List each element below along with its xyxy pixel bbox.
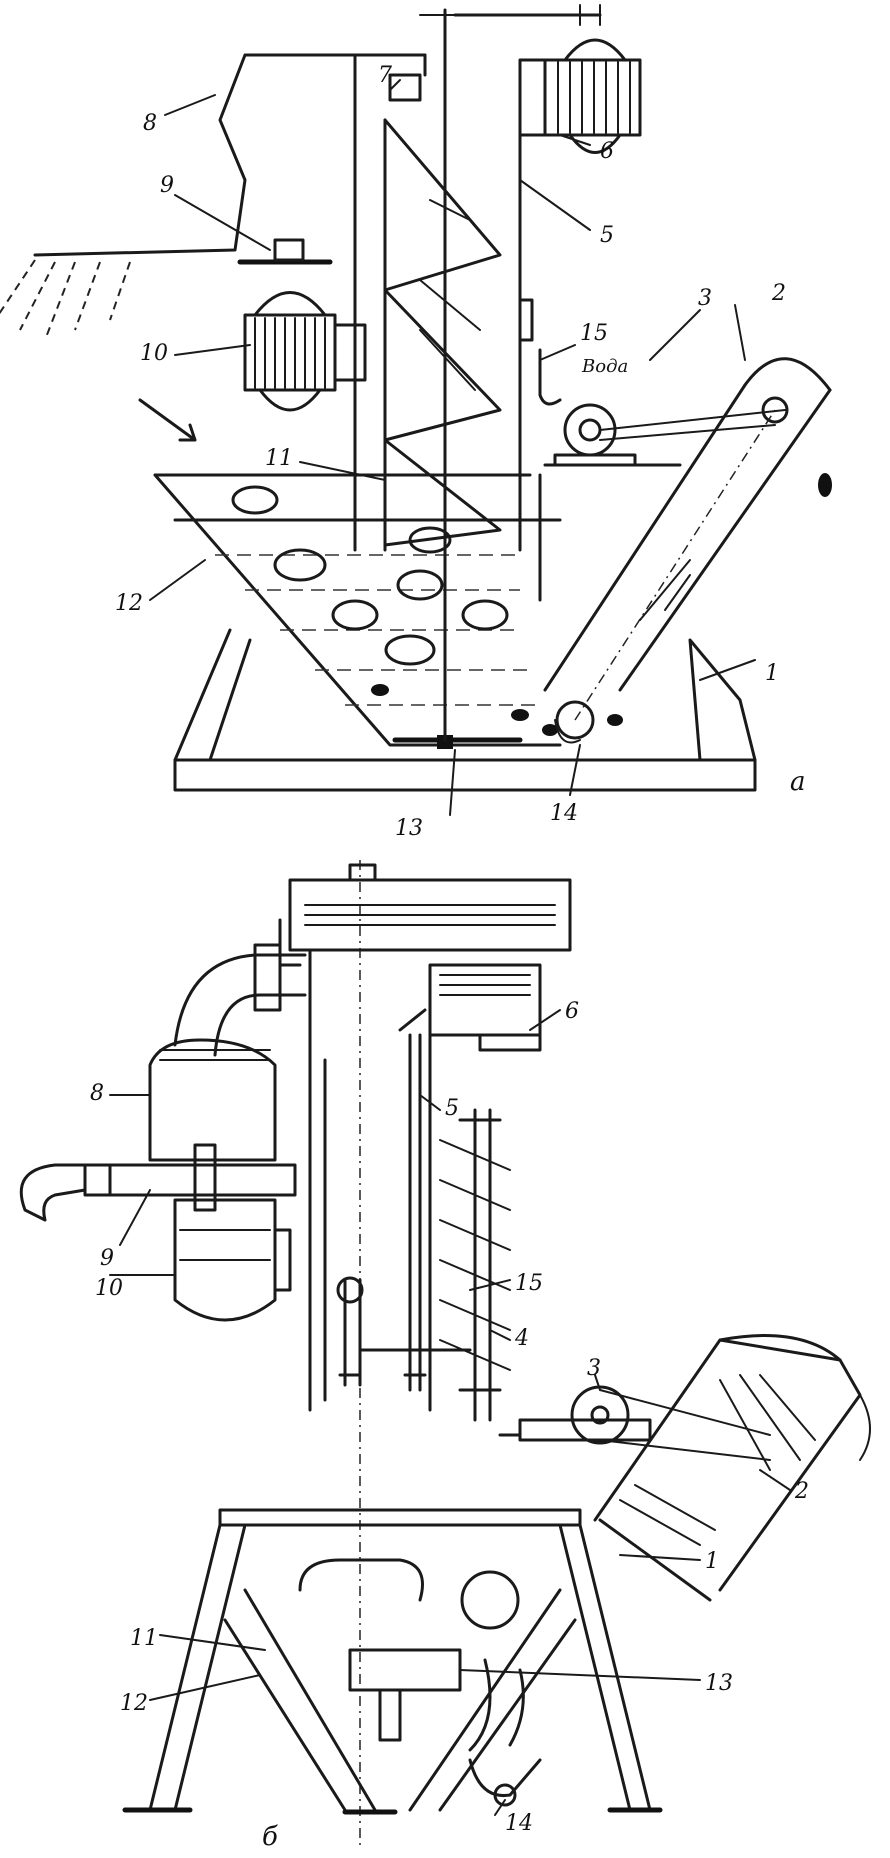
outlet-coupling xyxy=(83,1163,112,1197)
rotor-hub xyxy=(437,735,453,749)
motor-6-side xyxy=(428,963,542,1052)
plate-9-side xyxy=(108,1163,297,1197)
label-8-top: 8 xyxy=(143,111,157,136)
base-stand xyxy=(122,1508,663,1815)
hood xyxy=(33,53,427,257)
bracket-7 xyxy=(388,73,422,102)
label-2-top: 2 xyxy=(771,281,786,306)
belt-side xyxy=(599,1389,771,1461)
label-7-top: 7 xyxy=(378,63,392,88)
inlet-window xyxy=(518,298,534,342)
label-12-bottom: 12 xyxy=(120,1691,148,1716)
drain-pulley xyxy=(460,1570,520,1630)
water-level-lines xyxy=(190,519,540,706)
label-13-top: 13 xyxy=(395,816,423,841)
view-letter-b: б xyxy=(262,1822,278,1852)
screw-spiral xyxy=(383,118,502,547)
guide-rods xyxy=(336,1008,511,1422)
label-11-top: 11 xyxy=(265,446,293,471)
motor-6 xyxy=(419,4,642,154)
base-plate-top xyxy=(173,758,757,792)
top-view: 8 9 10 11 12 7 6 5 15 Вода 3 2 1 13 14 а xyxy=(0,4,832,841)
label-3-bottom: 3 xyxy=(587,1356,601,1381)
label-5-bottom: 5 xyxy=(445,1096,459,1121)
frame-right-leg xyxy=(688,638,757,762)
label-2-bottom: 2 xyxy=(794,1479,809,1504)
pulley-14 xyxy=(493,1783,517,1807)
water-note: Вода xyxy=(581,356,628,377)
outlet-elbow xyxy=(19,1163,87,1222)
label-10-top: 10 xyxy=(140,341,168,366)
label-3-top: 3 xyxy=(698,286,712,311)
bottom-view: 6 5 8 9 10 15 4 3 2 1 11 12 13 14 б xyxy=(19,860,871,1852)
reducer-3 xyxy=(543,403,682,467)
screw-hatching xyxy=(419,199,481,391)
plate-hub xyxy=(193,1143,217,1212)
potatoes xyxy=(231,473,832,736)
motor-10-side xyxy=(173,1198,292,1322)
label-11-bottom: 11 xyxy=(130,1626,158,1651)
label-14-bottom: 14 xyxy=(505,1811,533,1836)
label-4-bottom: 4 xyxy=(514,1326,529,1351)
label-6-top: 6 xyxy=(600,139,614,164)
label-13-bottom: 13 xyxy=(705,1671,733,1696)
conveyor-2-side xyxy=(593,1334,871,1602)
label-6-bottom: 6 xyxy=(565,999,579,1024)
view-letter-a: а xyxy=(790,767,806,797)
motor-10 xyxy=(243,291,367,412)
top-drive-housing xyxy=(278,863,572,967)
conveyor-2 xyxy=(543,357,832,744)
label-10-bottom: 10 xyxy=(95,1276,123,1301)
washing-tank xyxy=(153,473,562,747)
label-15-bottom: 15 xyxy=(515,1271,543,1296)
main-column xyxy=(308,948,432,1412)
label-1-bottom: 1 xyxy=(705,1549,719,1574)
fan-housing-8 xyxy=(148,1038,277,1162)
label-1-top: 1 xyxy=(765,661,779,686)
frame-left-leg xyxy=(173,628,252,762)
tank-12-outline xyxy=(298,1558,424,1602)
conveyor-14-bottom xyxy=(468,1758,542,1798)
water-inlet xyxy=(538,348,562,406)
drive-belt xyxy=(599,409,786,441)
rotor-13-side xyxy=(348,1648,462,1692)
label-5-top: 5 xyxy=(600,223,614,248)
plate-9-hub xyxy=(273,238,305,262)
label-15-top: 15 xyxy=(580,321,608,346)
discharge-spray xyxy=(0,259,131,341)
label-9-top: 9 xyxy=(160,173,174,198)
label-9-bottom: 9 xyxy=(100,1246,114,1271)
label-8-bottom: 8 xyxy=(90,1081,104,1106)
inlet-arrow xyxy=(138,398,197,442)
label-14-top: 14 xyxy=(550,801,578,826)
label-12-top: 12 xyxy=(115,591,143,616)
pipe-flange xyxy=(253,943,282,1012)
